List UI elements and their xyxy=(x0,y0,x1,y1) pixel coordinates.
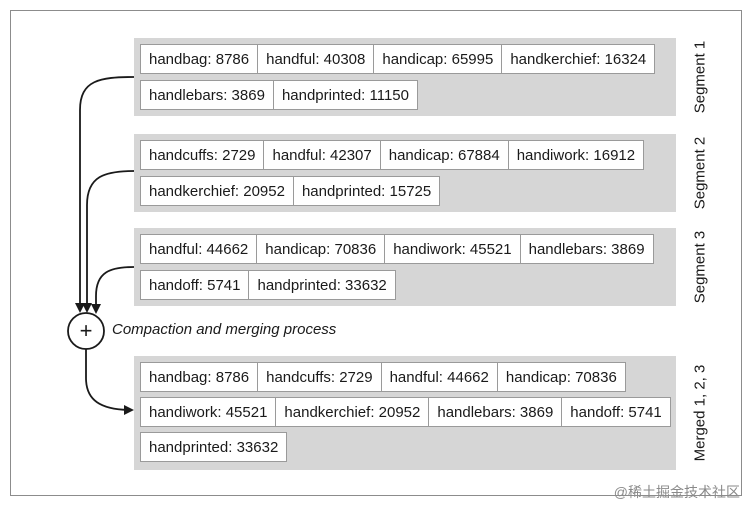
segment-1-arrow xyxy=(75,76,135,313)
merge-process-caption: Compaction and merging process xyxy=(112,321,337,338)
segment-row: handful: 44662 handicap: 70836 handiwork… xyxy=(140,234,654,264)
key-value-cell: handiwork: 16912 xyxy=(507,140,645,170)
segment-row: handprinted: 33632 xyxy=(140,432,288,462)
key-value-cell: handiwork: 45521 xyxy=(384,234,521,264)
key-value-cell: handoff: 5741 xyxy=(140,270,250,300)
key-value-cell: handbag: 8786 xyxy=(140,44,259,74)
segment-3-box: handful: 44662 handicap: 70836 handiwork… xyxy=(134,228,676,306)
key-value-cell: handful: 44662 xyxy=(140,234,258,264)
key-value-cell: handkerchief: 20952 xyxy=(140,176,294,206)
segment-row: handoff: 5741 handprinted: 33632 xyxy=(140,270,396,300)
segment-2-box: handcuffs: 2729 handful: 42307 handicap:… xyxy=(134,134,676,212)
key-value-cell: handoff: 5741 xyxy=(561,397,671,427)
key-value-cell: handiwork: 45521 xyxy=(140,397,277,427)
key-value-cell: handlebars: 3869 xyxy=(519,234,654,264)
key-value-cell: handful: 40308 xyxy=(257,44,375,74)
key-value-cell: handkerchief: 20952 xyxy=(275,397,430,427)
key-value-cell: handful: 44662 xyxy=(380,362,498,392)
key-value-cell: handicap: 67884 xyxy=(379,140,509,170)
segment-3-arrow xyxy=(91,266,135,314)
merge-operator-symbol: + xyxy=(79,318,93,343)
segment-row: handbag: 8786 handcuffs: 2729 handful: 4… xyxy=(140,362,626,392)
segment-row: handbag: 8786 handful: 40308 handicap: 6… xyxy=(140,44,656,74)
key-value-cell: handprinted: 33632 xyxy=(140,432,288,462)
segment-1-box: handbag: 8786 handful: 40308 handicap: 6… xyxy=(134,38,676,116)
segment-2-arrow xyxy=(82,170,135,313)
key-value-cell: handprinted: 15725 xyxy=(292,176,441,206)
key-value-cell: handprinted: 33632 xyxy=(248,270,396,300)
segment-row: handiwork: 45521 handkerchief: 20952 han… xyxy=(140,397,671,427)
merged-segment-box: handbag: 8786 handcuffs: 2729 handful: 4… xyxy=(134,356,676,470)
key-value-cell: handlebars: 3869 xyxy=(140,80,274,110)
segment-row: handlebars: 3869 handprinted: 11150 xyxy=(140,80,418,110)
key-value-cell: handicap: 70836 xyxy=(496,362,626,392)
key-value-cell: handlebars: 3869 xyxy=(428,397,563,427)
watermark: @稀土掘金技术社区 xyxy=(613,484,740,500)
key-value-cell: handbag: 8786 xyxy=(140,362,259,392)
key-value-cell: handcuffs: 2729 xyxy=(140,140,265,170)
segment-row: handkerchief: 20952 handprinted: 15725 xyxy=(140,176,441,206)
segment-row: handcuffs: 2729 handful: 42307 handicap:… xyxy=(140,140,645,170)
key-value-cell: handful: 42307 xyxy=(263,140,381,170)
key-value-cell: handkerchief: 16324 xyxy=(501,44,656,74)
key-value-cell: handprinted: 11150 xyxy=(272,80,418,110)
merged-output-arrow xyxy=(85,349,134,415)
